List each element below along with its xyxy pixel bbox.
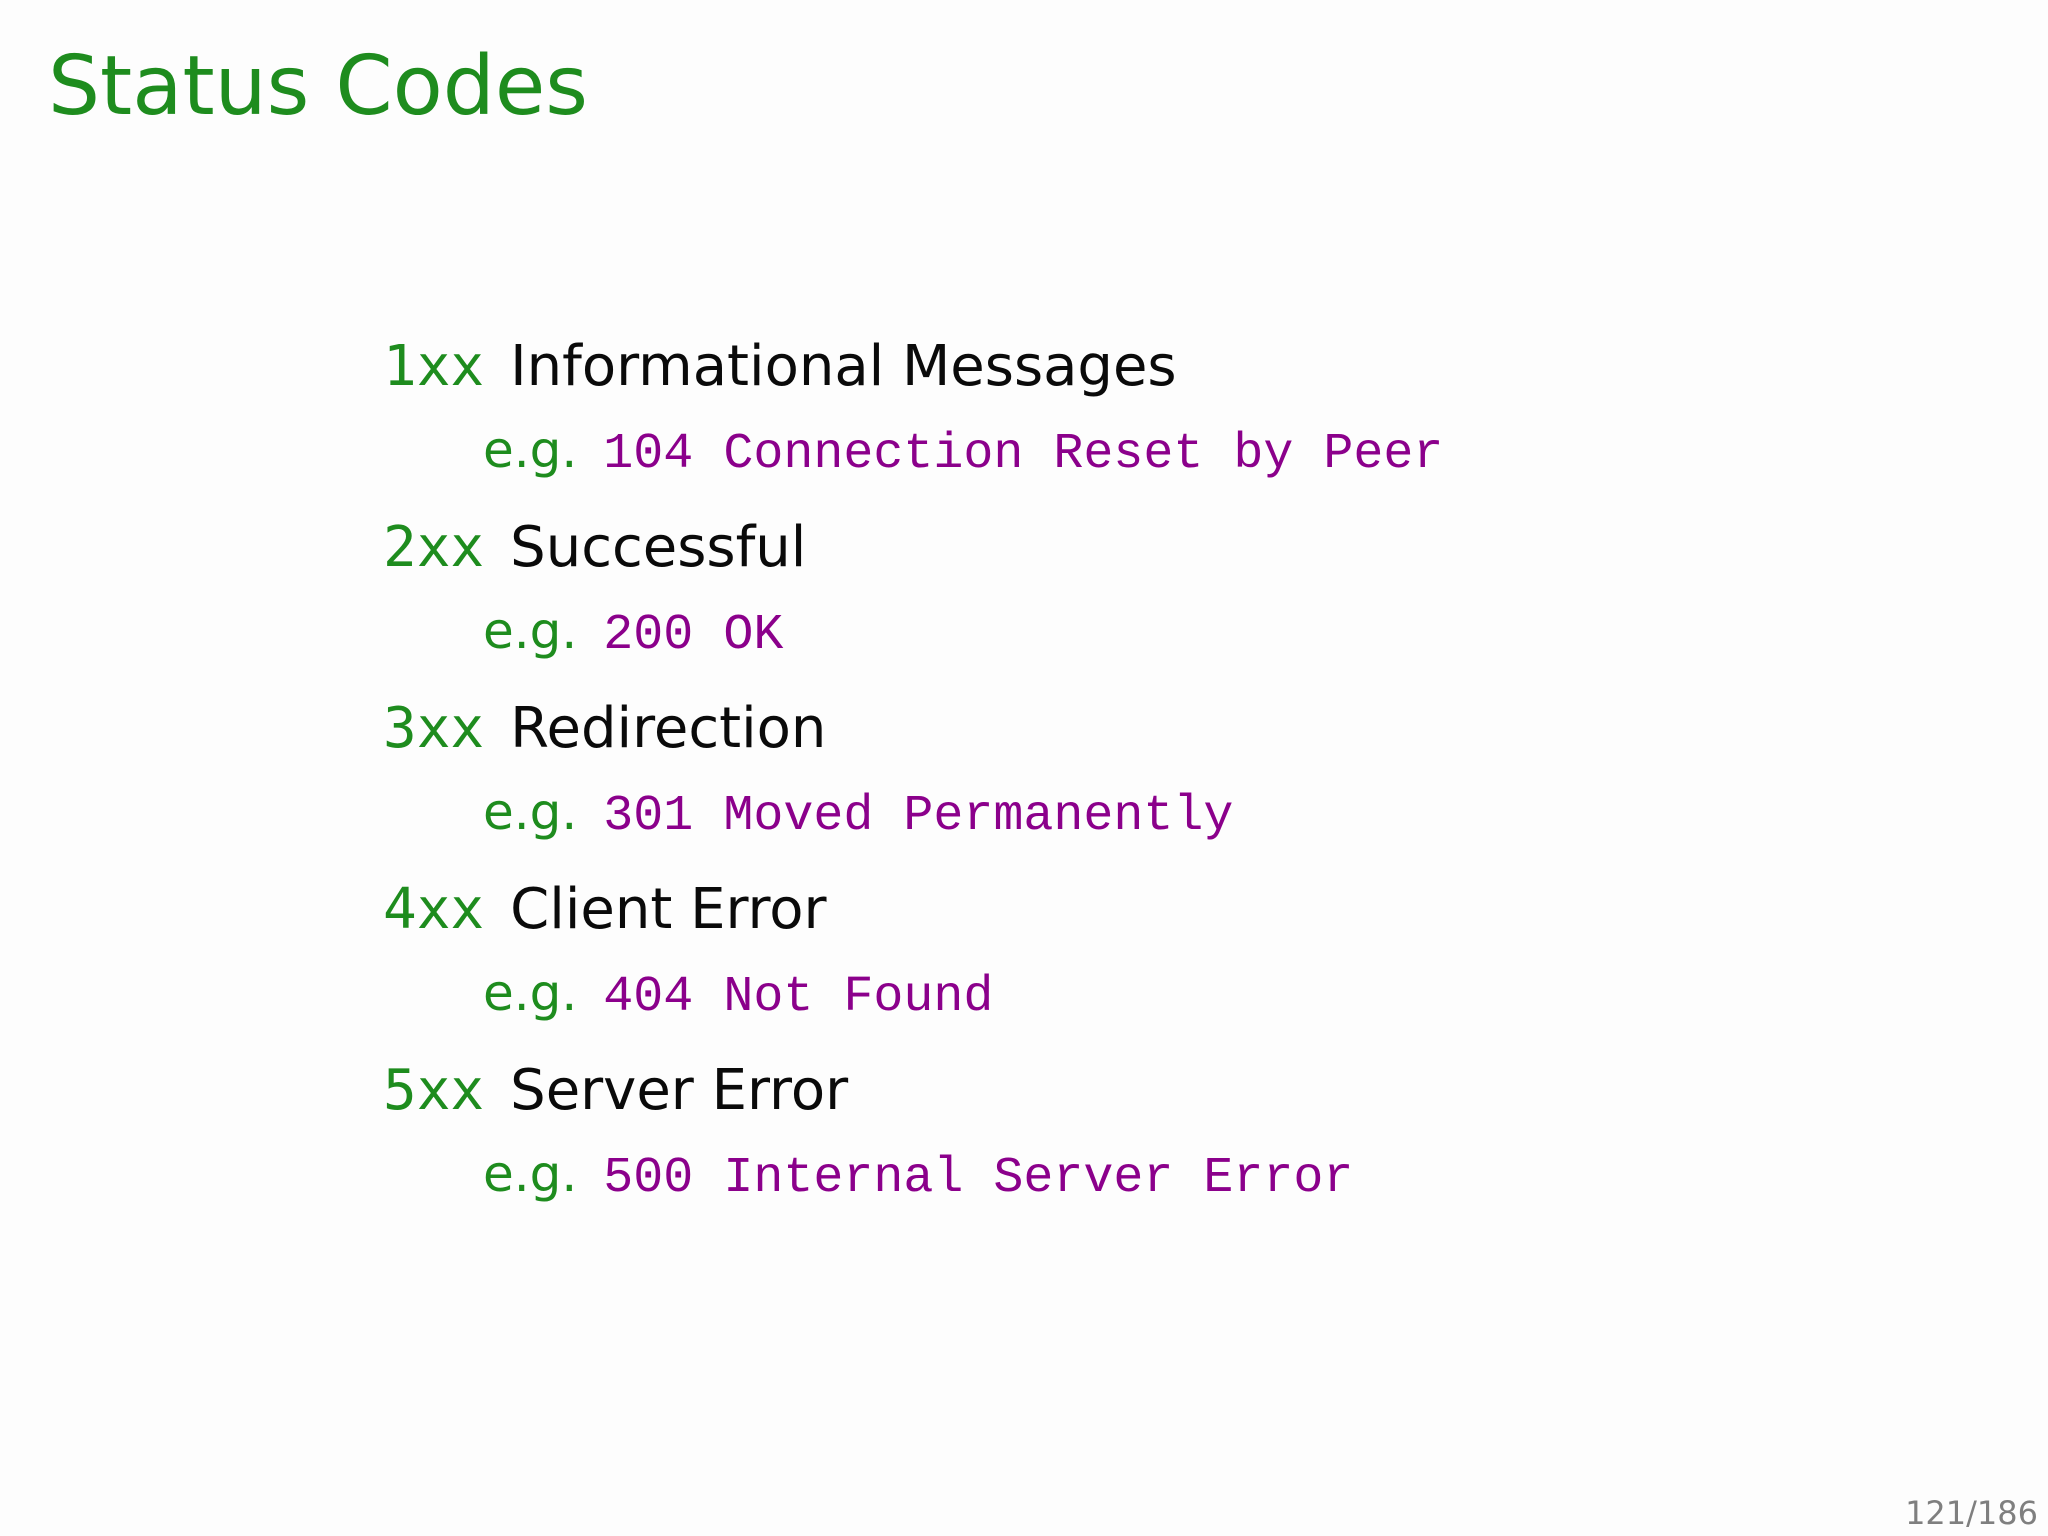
example-prefix: e.g.	[483, 602, 578, 660]
example-prefix: e.g.	[483, 421, 578, 479]
example-code: 404 Not Found	[603, 969, 994, 1026]
slide-title: Status Codes	[48, 39, 589, 134]
status-code-example-line: e.g.301 Moved Permanently	[483, 787, 1443, 842]
status-code-example-line: e.g.404 Not Found	[483, 968, 1443, 1023]
status-code-label: Server Error	[510, 1058, 849, 1123]
example-code: 104 Connection Reset by Peer	[603, 426, 1444, 483]
page-number: 121/186	[1905, 1494, 2038, 1532]
example-prefix: e.g.	[483, 964, 578, 1022]
status-code-example-line: e.g.104 Connection Reset by Peer	[483, 425, 1443, 480]
status-code-prefix: 2xx	[383, 515, 485, 580]
example-code: 301 Moved Permanently	[603, 788, 1234, 845]
example-prefix: e.g.	[483, 1145, 578, 1203]
status-code-example-line: e.g.500 Internal Server Error	[483, 1149, 1443, 1204]
status-code-example-line: e.g.200 OK	[483, 606, 1443, 661]
status-code-prefix: 4xx	[383, 877, 485, 942]
status-code-label: Informational Messages	[510, 334, 1177, 399]
status-code-label: Client Error	[510, 877, 827, 942]
example-code: 500 Internal Server Error	[603, 1150, 1354, 1207]
example-prefix: e.g.	[483, 783, 578, 841]
status-code-label: Redirection	[510, 696, 827, 761]
status-code-prefix: 3xx	[383, 696, 485, 761]
status-code-label: Successful	[510, 515, 807, 580]
status-code-prefix: 1xx	[383, 334, 485, 399]
status-code-prefix: 5xx	[383, 1058, 485, 1123]
example-code: 200 OK	[603, 607, 784, 664]
